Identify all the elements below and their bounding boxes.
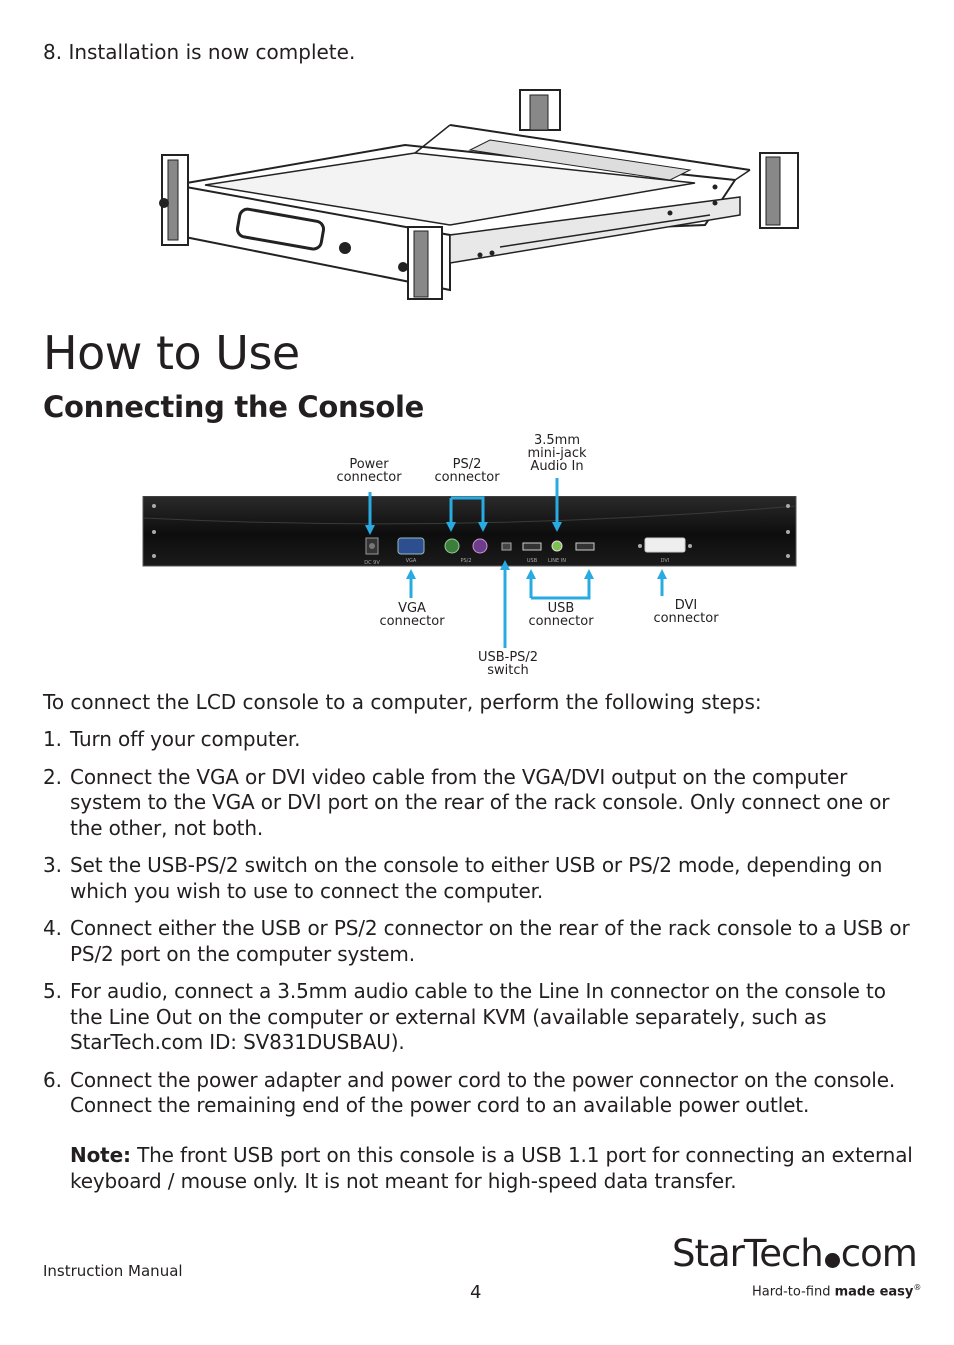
note-paragraph: Note: The front USB port on this console… xyxy=(70,1143,920,1194)
panel-dvi-label: DVI xyxy=(661,558,670,564)
label-usb-connector: USB connector xyxy=(528,601,594,629)
note-label: Note: xyxy=(70,1143,131,1167)
label-vga-connector: VGA connector xyxy=(379,601,445,629)
callout-arrows xyxy=(365,478,667,648)
label-audio-in: 3.5mm mini-jack Audio In xyxy=(527,433,587,474)
panel-dc-label: DC 9V xyxy=(364,560,380,566)
list-item: 5.For audio, connect a 3.5mm audio cable… xyxy=(43,979,886,1054)
list-item: 4.Connect either the USB or PS/2 connect… xyxy=(43,916,910,966)
steps-list: 1.Turn off your computer. 2.Connect the … xyxy=(43,727,923,1131)
panel-linein-label: LINE IN xyxy=(548,558,566,564)
rear-panel-diagram: DC 9V VGA PS/2 USB LINE IN DVI xyxy=(142,496,797,567)
footer-manual-label: Instruction Manual xyxy=(43,1262,183,1280)
intro-text: To connect the LCD console to a computer… xyxy=(43,690,762,714)
list-item: 2.Connect the VGA or DVI video cable fro… xyxy=(43,764,890,840)
startech-tagline: Hard-to-find made easy® xyxy=(752,1283,922,1300)
list-item: 3.Set the USB-PS/2 switch on the console… xyxy=(43,853,883,903)
label-ps2-connector: PS/2 connector xyxy=(434,457,500,485)
panel-usb-label: USB xyxy=(527,558,538,564)
installation-complete-step: 8. Installation is now complete. xyxy=(43,40,356,64)
note-text: The front USB port on this console is a … xyxy=(70,1143,913,1193)
list-item: 1.Turn off your computer. xyxy=(43,727,301,751)
panel-vga-label: VGA xyxy=(406,558,417,564)
logo-dot-icon xyxy=(824,1253,840,1268)
page-heading: How to Use xyxy=(43,326,300,380)
rack-console-illustration xyxy=(159,89,799,300)
section-heading: Connecting the Console xyxy=(43,390,424,424)
label-usb-ps2-switch: USB-PS/2 switch xyxy=(477,650,539,678)
label-power-connector: Power connector xyxy=(336,457,402,485)
list-item: 6.Connect the power adapter and power co… xyxy=(43,1067,896,1118)
label-dvi-connector: DVI connector xyxy=(653,598,719,626)
page-number: 4 xyxy=(470,1282,482,1303)
panel-ps2-label: PS/2 xyxy=(460,558,471,564)
